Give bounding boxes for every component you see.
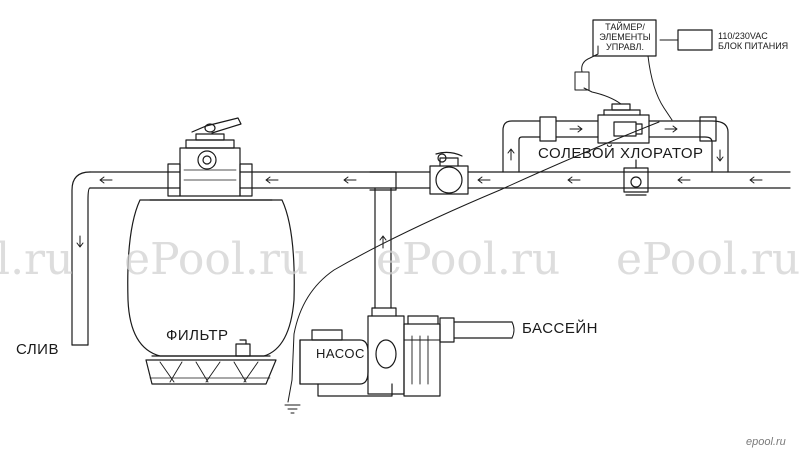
pump-riser xyxy=(374,187,392,309)
power-supply-box xyxy=(677,29,713,51)
chlorinator-loop xyxy=(502,116,729,173)
drain-pipe xyxy=(71,171,91,346)
drain-label: СЛИВ xyxy=(16,341,59,358)
watermark-3: ePool.ru xyxy=(376,234,561,285)
watermark-4: ePool.ru xyxy=(616,234,800,285)
power-label: 110/230VAC БЛОК ПИТАНИЯ xyxy=(718,31,788,51)
power-label-line-2: БЛОК ПИТАНИЯ xyxy=(718,41,789,51)
control-cables xyxy=(284,39,679,414)
timer-label-line-1: ТАЙМЕР/ xyxy=(605,22,645,32)
check-valve xyxy=(429,151,469,195)
flow-arrows xyxy=(99,176,763,184)
pump-tee xyxy=(369,171,397,191)
timer-box xyxy=(592,19,657,57)
bypass-valve xyxy=(623,159,649,196)
watermark-1: l.ru xyxy=(0,234,74,285)
timer-label-line-2: ЭЛЕМЕНТЫ xyxy=(599,32,651,42)
pool-label: БАССЕЙН xyxy=(522,320,598,337)
pump xyxy=(299,307,515,397)
chlorinator-label: СОЛЕВОЙ ХЛОРАТОР xyxy=(538,145,704,162)
site-mark: epool.ru xyxy=(746,436,786,448)
filter-label: ФИЛЬТР xyxy=(166,327,229,344)
pump-label: НАСОС xyxy=(316,346,365,361)
sand-filter xyxy=(127,117,295,385)
timer-label-line-3: УПРАВЛ. xyxy=(606,42,644,52)
chlorinator-cell xyxy=(597,103,650,144)
timer-label: ТАЙМЕР/ ЭЛЕМЕНТЫ УПРАВЛ. xyxy=(598,22,652,52)
return-pipe xyxy=(89,171,791,189)
power-label-line-1: 110/230VAC xyxy=(718,31,768,41)
watermark-2: ePool.ru xyxy=(124,234,309,285)
